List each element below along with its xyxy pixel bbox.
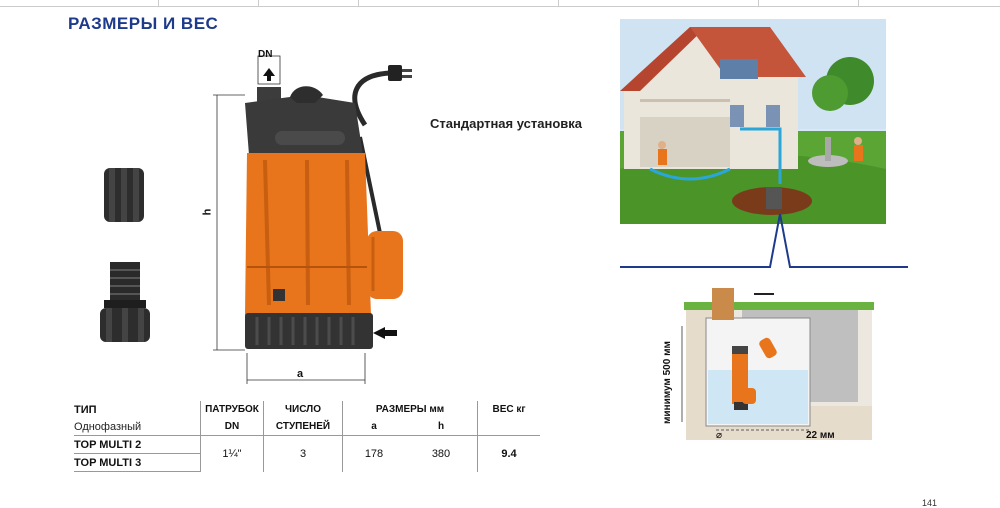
h-dimension-label: h	[201, 208, 214, 216]
header-outlet-sub: DN	[200, 418, 264, 436]
model-name: TOP MULTI 2	[74, 435, 201, 454]
connector-line	[620, 214, 908, 268]
dim-a-value: 178	[342, 435, 405, 472]
gap-label: 22 мм	[806, 430, 835, 441]
pump-illustration	[213, 55, 412, 384]
fitting-straight-icon	[104, 168, 144, 222]
header-outlet: ПАТРУБОК	[200, 401, 264, 418]
header-dim-a: a	[342, 418, 405, 436]
header-phase: Однофазный	[74, 418, 201, 436]
table-row: TOP MULTI 2 1¼" 3 178 380 9.4	[74, 435, 540, 472]
diameter-symbol: ⌀	[716, 430, 722, 441]
dn-dimension-label: DN	[258, 49, 273, 60]
table-row: TOP MULTI 3	[74, 453, 540, 472]
dim-h-value: 380	[431, 447, 451, 460]
weight-value: 9.4	[477, 435, 540, 472]
section-title: РАЗМЕРЫ И ВЕС	[68, 14, 219, 33]
header-weight: ВЕС кг	[477, 401, 540, 418]
inlet-arrow-icon	[373, 327, 385, 339]
header-type: ТИП	[74, 403, 97, 416]
a-dimension-label: a	[297, 368, 304, 380]
page-number: 141	[922, 498, 938, 508]
header-dims: РАЗМЕРЫ мм	[342, 401, 478, 418]
header-stages-1: ЧИСЛО	[263, 401, 343, 418]
top-rule	[0, 0, 1000, 7]
stages-value: 3	[263, 435, 343, 472]
fitting-threaded-icon	[100, 262, 150, 342]
outlet-value: 1¼"	[200, 435, 264, 472]
model-name: TOP MULTI 3	[74, 453, 201, 472]
outlet-arrow-icon	[257, 55, 281, 85]
sump-section-diagram: ⌀	[681, 288, 874, 441]
minimum-depth-label: минимум 500 мм	[662, 341, 673, 424]
install-caption: Стандартная установка	[426, 114, 586, 133]
header-dim-h: h	[405, 418, 478, 436]
house-installation-image	[620, 19, 886, 224]
spec-table: ТИП ПАТРУБОК ЧИСЛО РАЗМЕРЫ мм ВЕС кг Одн…	[74, 401, 540, 472]
header-stages-2: СТУПЕНЕЙ	[263, 418, 343, 436]
